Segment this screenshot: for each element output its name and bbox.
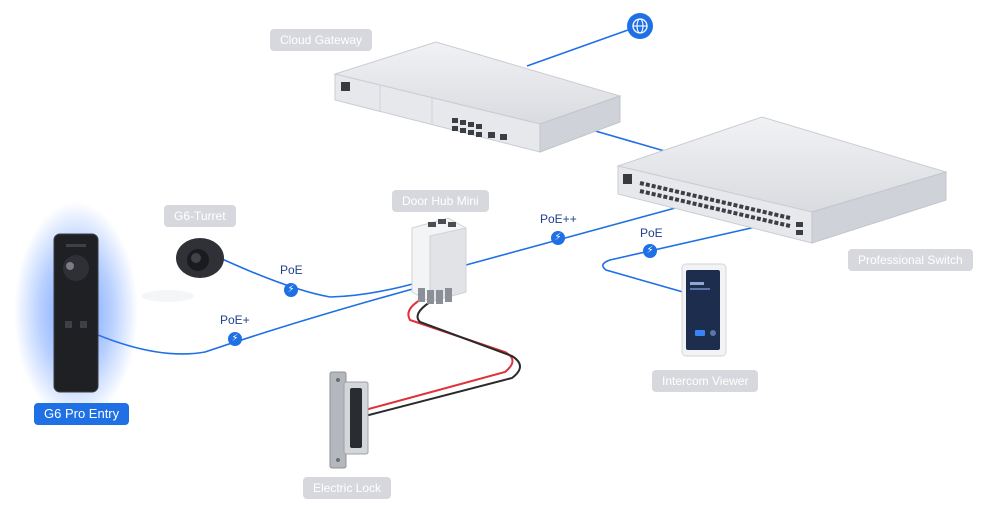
poe-plus-plus-label: PoE++ [540, 212, 577, 226]
intercom-viewer-device [681, 263, 727, 357]
electric-lock-label: Electric Lock [303, 477, 392, 499]
poe-viewer-label: PoE [640, 226, 663, 240]
g6-pro-entry-label: G6 Pro Entry [34, 403, 130, 425]
power-bolt-icon: ⚡ [228, 332, 242, 346]
door-hub-mini-device [411, 217, 467, 304]
professional-switch-label: Professional Switch [848, 249, 973, 271]
cable-switch-viewer [602, 225, 761, 295]
power-bolt-icon: ⚡ [551, 231, 565, 245]
power-bolt-icon: ⚡ [284, 283, 298, 297]
cable-gateway-internet [526, 29, 629, 67]
professional-switch-device [616, 116, 948, 244]
cable-switch-hub [465, 203, 691, 266]
poe-turret-label: PoE [280, 263, 303, 277]
g6-pro-entry-device [14, 202, 138, 422]
globe-icon [627, 13, 653, 39]
poe-plus-label: PoE+ [220, 313, 250, 327]
g6-turret-label: G6-Turret [164, 205, 236, 227]
g6-turret-device [142, 238, 224, 302]
door-hub-mini-label: Door Hub Mini [392, 190, 489, 212]
cable-hub-turret [219, 257, 421, 298]
power-bolt-icon: ⚡ [643, 244, 657, 258]
cloud-gateway-label: Cloud Gateway [270, 29, 373, 51]
electric-lock-device [329, 371, 369, 469]
wire-hub-lock [364, 299, 521, 417]
cloud-gateway-device [333, 41, 622, 153]
cable-gateway-switch [584, 127, 669, 153]
intercom-viewer-label: Intercom Viewer [652, 370, 759, 392]
cable-hub-entry [97, 286, 421, 355]
